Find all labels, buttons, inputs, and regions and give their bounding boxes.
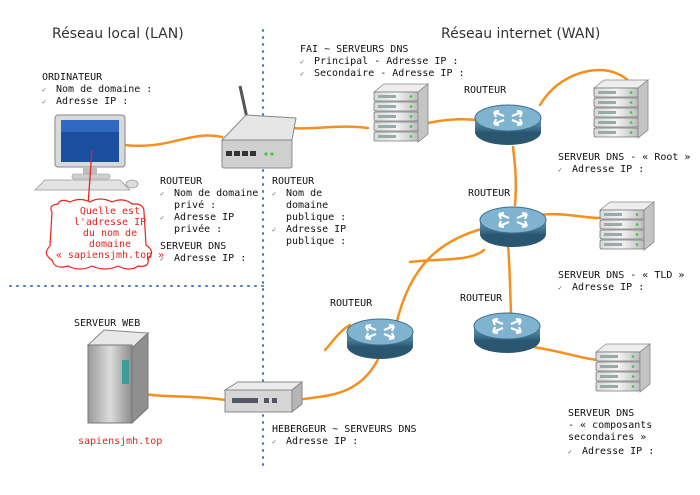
routeur-wan-label: ROUTEUR Nom de domaine publique : Adress… (272, 176, 350, 248)
serveur-web-domain: sapiensjmh.top (78, 436, 163, 447)
question-pointer (87, 149, 93, 206)
dns-root-label: SERVEUR DNS - « Root » Adresse IP : (558, 152, 690, 176)
router-label-top: ROUTEUR (464, 85, 507, 96)
dns-comp-title: secondaires » (568, 432, 647, 443)
fai-label: FAI ~ SERVEURS DNS Principal - Adresse I… (300, 44, 465, 80)
hebergeur-title: HEBERGEUR ~ SERVEURS DNS (272, 424, 417, 435)
routeur-wan-item: Nom de domaine publique : (272, 188, 350, 224)
router-icon-right (472, 311, 542, 355)
ordinateur-label: ORDINATEUR Nom de domaine : Adresse IP : (42, 72, 152, 108)
ordinateur-title: ORDINATEUR (42, 72, 103, 83)
web-server-tower-icon (86, 329, 150, 425)
secondary-server-rack-icon (594, 343, 652, 393)
dns-comp-title: - « composants (568, 420, 653, 431)
question-line: domaine (88, 239, 132, 250)
question-line: Quelle est (79, 206, 141, 217)
question-callout-shape (45, 198, 153, 270)
dns-comp-label: SERVEUR DNS - « composants secondaires »… (568, 408, 654, 458)
question-line: l'adresse IP (73, 217, 147, 228)
hosting-appliance-icon (223, 380, 304, 414)
dns-root-title: SERVEUR DNS - « Root » (558, 152, 691, 163)
wan-title: Réseau internet (WAN) (441, 26, 601, 42)
router-icon-top (473, 103, 543, 147)
hebergeur-label: HEBERGEUR ~ SERVEURS DNS Adresse IP : (272, 424, 417, 448)
routeur-lan-label: ROUTEUR Nom de domaine privé : Adresse I… (160, 176, 260, 236)
dns-comp-title: SERVEUR DNS (568, 408, 635, 419)
question-callout: Quelle est l'adresse IP du nom de domain… (44, 206, 176, 261)
dns-comp-item: Adresse IP : (568, 446, 654, 458)
ordinateur-item: Adresse IP : (42, 96, 152, 108)
dns-tld-title: SERVEUR DNS - « TLD » (558, 270, 685, 281)
question-line: « sapiensjmh.top » (55, 250, 165, 261)
dns-tld-item: Adresse IP : (558, 282, 684, 294)
tld-server-rack-icon (598, 201, 656, 251)
routeur-lan-title: ROUTEUR (160, 176, 203, 187)
routeur-wan-item: Adresse IP publique : (272, 224, 350, 248)
serveur-dns-lan-item: Adresse IP : (160, 253, 246, 265)
lan-router-icon (220, 85, 297, 169)
root-server-rack-icon (592, 79, 650, 139)
fai-item: Principal - Adresse IP : (300, 56, 465, 68)
hebergeur-item: Adresse IP : (272, 436, 417, 448)
question-line: du nom de (82, 228, 138, 239)
serveur-web-title: SERVEUR WEB (74, 318, 141, 329)
routeur-lan-item: Nom de domaine privé : (160, 188, 260, 212)
lan-title: Réseau local (LAN) (52, 26, 184, 42)
fai-server-rack-icon (372, 83, 430, 143)
router-icon-middle (478, 205, 548, 249)
router-icon-left (345, 317, 415, 361)
routeur-lan-item: Adresse IP privée : (160, 212, 260, 236)
serveur-dns-lan-title: SERVEUR DNS (160, 241, 227, 252)
router-label-middle: ROUTEUR (468, 188, 511, 199)
computer-icon (34, 114, 139, 191)
fai-title: FAI ~ SERVEURS DNS (300, 44, 409, 55)
fai-item: Secondaire - Adresse IP : (300, 68, 465, 80)
dns-tld-label: SERVEUR DNS - « TLD » Adresse IP : (558, 270, 684, 294)
router-label-right: ROUTEUR (460, 293, 503, 304)
router-label-left: ROUTEUR (330, 298, 373, 309)
routeur-wan-title: ROUTEUR (272, 176, 315, 187)
ordinateur-item: Nom de domaine : (42, 84, 152, 96)
dns-root-item: Adresse IP : (558, 164, 690, 176)
serveur-dns-lan-label: SERVEUR DNS Adresse IP : (160, 241, 246, 265)
